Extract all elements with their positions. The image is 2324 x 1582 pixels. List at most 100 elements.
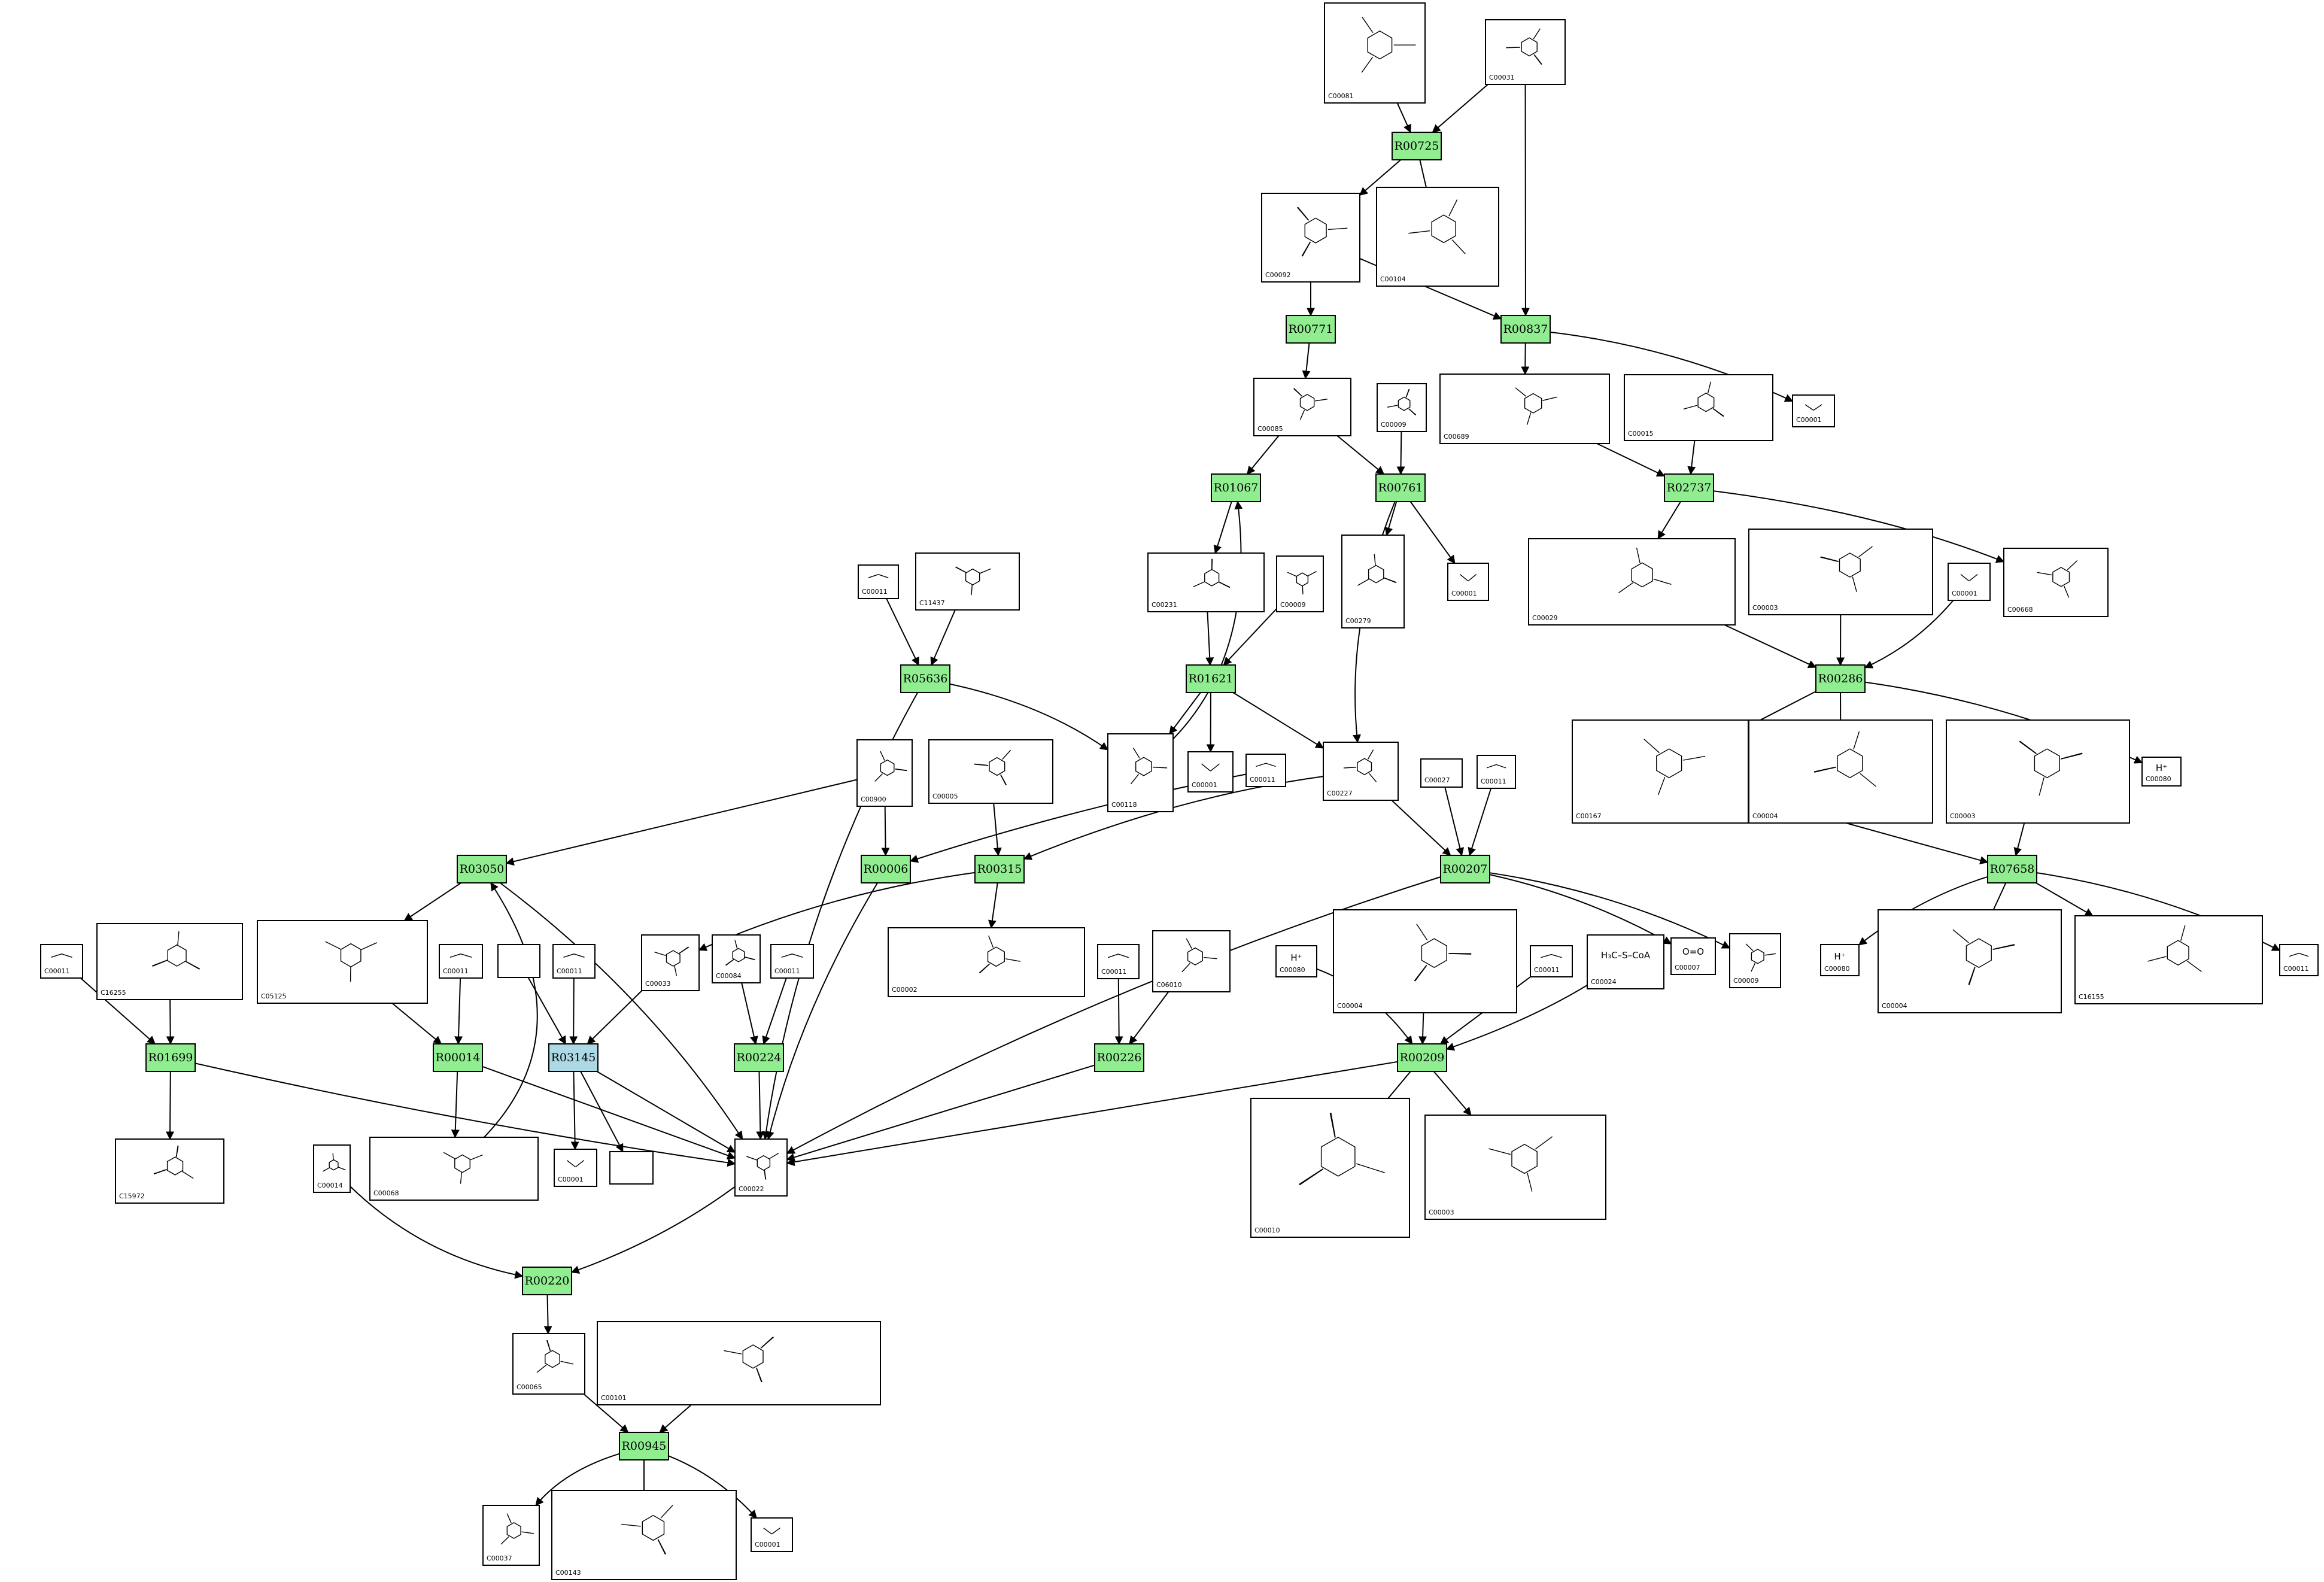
reaction-edge	[1521, 342, 1530, 375]
compound-node[interactable]: C00900	[856, 739, 913, 807]
compound-id: C00279	[1345, 617, 1371, 625]
reaction-box	[1211, 473, 1261, 502]
reaction-node[interactable]: R00224	[734, 1043, 784, 1072]
reaction-node[interactable]: R00945	[619, 1432, 669, 1460]
compound-box	[1245, 754, 1286, 787]
compound-box	[554, 1149, 597, 1187]
reaction-node[interactable]: R00837	[1500, 315, 1551, 344]
reaction-node[interactable]: R05636	[900, 664, 950, 693]
reaction-node[interactable]: R03145	[548, 1043, 599, 1072]
compound-node[interactable]: C00084	[712, 934, 761, 983]
compound-node[interactable]: C00033	[641, 934, 700, 991]
reaction-node[interactable]: R01699	[145, 1043, 196, 1072]
reaction-node[interactable]: R01621	[1186, 664, 1236, 693]
reaction-node[interactable]: R00725	[1392, 132, 1442, 160]
compound-node[interactable]: C11437	[915, 552, 1020, 611]
compound-node[interactable]: H⁺C00080	[1820, 944, 1860, 976]
reaction-node[interactable]: R00761	[1375, 473, 1426, 502]
compound-node[interactable]: C00011	[2279, 944, 2319, 976]
compound-box	[1152, 930, 1231, 992]
compound-node[interactable]: C16255	[96, 923, 243, 1000]
compound-node[interactable]: C00065	[512, 1333, 585, 1395]
reaction-node[interactable]: R07658	[1987, 855, 2037, 883]
compound-node[interactable]: C00011	[1097, 944, 1140, 979]
compound-node[interactable]: C00005	[928, 739, 1053, 804]
compound-node[interactable]: C00011	[770, 944, 814, 979]
compound-id: C00004	[1882, 1002, 1907, 1010]
compound-node[interactable]: C00085	[1253, 378, 1351, 436]
compound-node[interactable]: C00001	[554, 1149, 597, 1187]
compound-node[interactable]: C00004	[1878, 909, 2062, 1013]
compound-node[interactable]: C06010	[1152, 930, 1231, 992]
reaction-edge	[1986, 882, 2007, 919]
reaction-node[interactable]: R01067	[1211, 473, 1261, 502]
compound-node[interactable]: C00011	[1477, 755, 1516, 789]
reaction-node[interactable]: R00226	[1094, 1043, 1144, 1072]
compound-node[interactable]: C00231	[1147, 552, 1265, 612]
reaction-node[interactable]: R00014	[433, 1043, 483, 1072]
compound-node[interactable]: C00027	[1420, 758, 1463, 788]
reaction-node[interactable]: R00771	[1286, 315, 1336, 344]
compound-node[interactable]: C00104	[1376, 187, 1499, 287]
reaction-node[interactable]: R00209	[1397, 1043, 1447, 1072]
compound-node[interactable]: C00001	[1792, 394, 1835, 427]
compound-node[interactable]: C00003	[1424, 1115, 1606, 1220]
compound-node[interactable]: C00009	[1729, 933, 1781, 988]
reaction-node[interactable]: R00315	[974, 855, 1025, 883]
compound-node[interactable]: C00011	[1530, 945, 1573, 977]
reaction-node[interactable]: R02737	[1664, 473, 1714, 502]
compound-node[interactable]	[497, 944, 540, 978]
compound-node[interactable]: C00003	[1748, 529, 1933, 615]
compound-node[interactable]: C00002	[888, 927, 1085, 997]
compound-node[interactable]: C00011	[40, 944, 83, 979]
compound-node[interactable]: C00227	[1323, 742, 1399, 801]
compound-node[interactable]: H⁺C00080	[2141, 757, 2182, 787]
compound-node[interactable]: C00081	[1324, 2, 1426, 104]
compound-node[interactable]: C00668	[2003, 548, 2109, 617]
compound-node[interactable]: C00011	[439, 944, 483, 979]
compound-node[interactable]: C00003	[1946, 719, 2130, 824]
compound-node[interactable]: C00001	[1948, 563, 1991, 601]
compound-node[interactable]: C00001	[1447, 563, 1489, 601]
compound-node[interactable]	[609, 1151, 654, 1185]
compound-node[interactable]: C15972	[115, 1138, 224, 1204]
compound-node[interactable]: C16155	[2074, 915, 2263, 1004]
compound-node[interactable]: C00011	[552, 944, 596, 979]
compound-node[interactable]: C00031	[1485, 19, 1566, 85]
compound-node[interactable]: C00001	[1187, 751, 1234, 792]
compound-node[interactable]: C00022	[734, 1138, 788, 1197]
reaction-label: R07658	[1990, 863, 2035, 876]
compound-node[interactable]: C00068	[369, 1137, 539, 1201]
compound-node[interactable]: C00167	[1572, 719, 1749, 824]
reaction-node[interactable]: R03050	[457, 855, 507, 883]
reaction-node[interactable]: R00006	[861, 855, 911, 883]
compound-node[interactable]: C00279	[1341, 535, 1405, 628]
compound-node[interactable]: C00004	[1333, 909, 1517, 1013]
compound-node[interactable]: C00011	[1245, 754, 1286, 787]
compound-node[interactable]: C00015	[1624, 374, 1773, 441]
compound-node[interactable]: H⁺C00080	[1275, 945, 1317, 977]
reaction-node[interactable]: R00220	[522, 1267, 572, 1295]
compound-node[interactable]: C00689	[1439, 374, 1610, 444]
compound-node[interactable]: C00037	[482, 1505, 540, 1566]
compound-id: C00011	[1481, 778, 1506, 785]
compound-node[interactable]: C00009	[1377, 383, 1427, 432]
reaction-node[interactable]: R00286	[1815, 664, 1866, 693]
compound-node[interactable]: C00011	[858, 564, 899, 599]
reaction-edge	[786, 1064, 1095, 1162]
compound-node[interactable]: C00101	[597, 1321, 881, 1405]
compound-node[interactable]: C05125	[257, 920, 428, 1004]
reaction-node[interactable]: R00207	[1440, 855, 1490, 883]
compound-node[interactable]: C00001	[751, 1517, 793, 1552]
compound-node[interactable]: C00092	[1261, 193, 1360, 283]
compound-node[interactable]: C00118	[1107, 733, 1174, 812]
compound-node[interactable]: C00004	[1748, 719, 1933, 824]
compound-node[interactable]: C00029	[1528, 538, 1736, 625]
compound-node[interactable]: C00143	[551, 1490, 737, 1580]
compound-node[interactable]: C00009	[1276, 555, 1324, 612]
compound-node[interactable]: C00010	[1250, 1098, 1410, 1238]
compound-node[interactable]: C00014	[313, 1144, 351, 1193]
